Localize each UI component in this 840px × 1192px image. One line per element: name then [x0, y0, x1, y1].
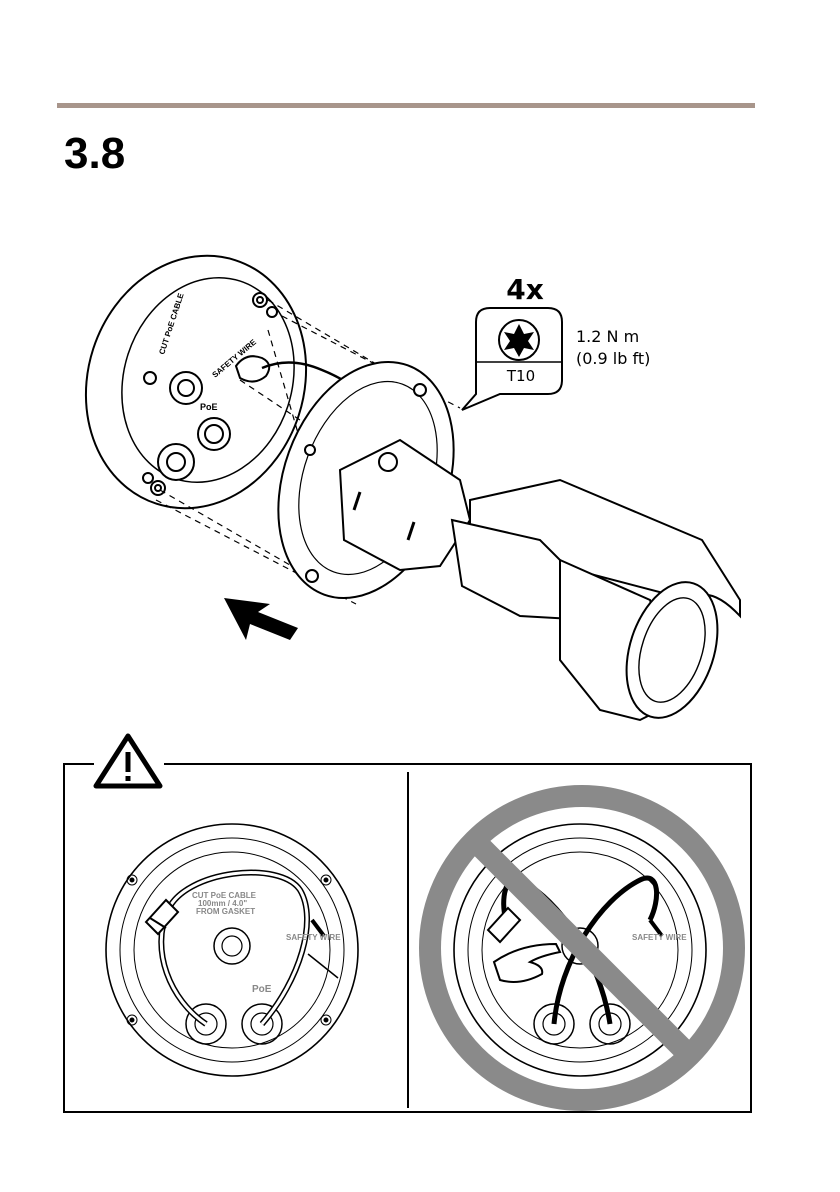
- torque-imperial: (0.9 lb ft): [576, 348, 650, 370]
- direction-arrow-icon: [224, 598, 298, 640]
- safety-wire-label-left: SAFETY WIRE: [286, 933, 341, 942]
- correct-routing-diagram: [106, 824, 358, 1076]
- poe-label-left: PoE: [252, 984, 272, 995]
- cut-cable-label-3: FROM GASKET: [196, 907, 255, 916]
- poe-label: PoE: [200, 402, 218, 412]
- safety-wire-label-right: SAFETY WIRE: [632, 933, 687, 942]
- torque-spec: 1.2 N m (0.9 lb ft): [576, 326, 650, 370]
- torx-bit-size: T10: [484, 369, 558, 384]
- torque-metric: 1.2 N m: [576, 326, 650, 348]
- warning-triangle-icon: [94, 730, 164, 790]
- torx-t10-icon: [499, 320, 539, 360]
- right-panel-labels: SAFETY WIRE: [632, 933, 687, 942]
- torque-callout: [462, 308, 562, 410]
- screw-count: 4x: [500, 276, 550, 304]
